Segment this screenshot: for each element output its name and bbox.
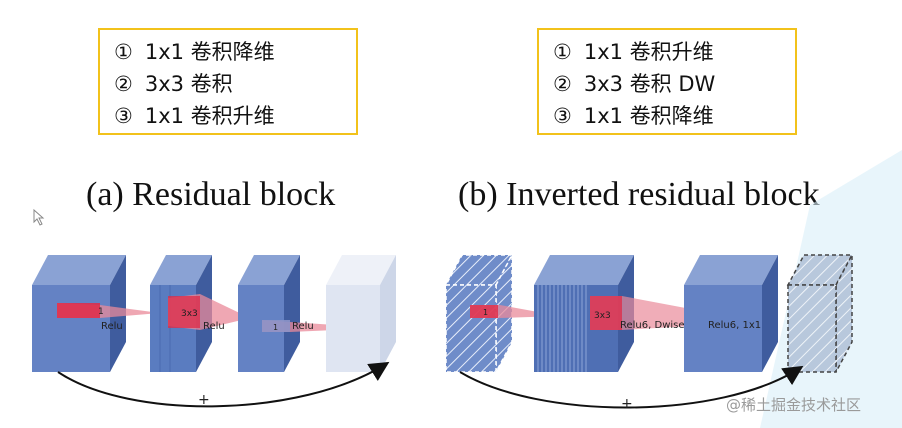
right-note-box: ① 1x1 卷积升维 ② 3x3 卷积 DW ③ 1x1 卷积降维 bbox=[537, 28, 797, 135]
cursor-icon bbox=[33, 208, 45, 226]
residual-output-block bbox=[326, 255, 396, 372]
activation-label: Relu6, 1x1 bbox=[708, 320, 761, 331]
step-number: ① bbox=[553, 40, 572, 64]
left-note-line-3: ③ 1x1 卷积升维 bbox=[114, 100, 275, 130]
activation-label: Relu6, Dwise bbox=[620, 320, 685, 331]
kernel-label: 1 bbox=[273, 323, 278, 332]
left-note-line-2: ② 3x3 卷积 bbox=[114, 68, 233, 98]
right-note-line-1: ① 1x1 卷积升维 bbox=[553, 36, 714, 66]
residual-block-caption: (a) Residual block bbox=[86, 176, 336, 213]
watermark: @稀土掘金技术社区 bbox=[726, 396, 861, 414]
step-number: ③ bbox=[553, 104, 572, 128]
step-number: ② bbox=[114, 72, 133, 96]
step-text: 3x3 卷积 DW bbox=[583, 72, 716, 96]
step-text: 1x1 卷积升维 bbox=[583, 40, 714, 64]
inverted-kernel-2 bbox=[590, 296, 622, 330]
kernel-label: 3x3 bbox=[181, 309, 198, 319]
residual-kernel-1 bbox=[57, 303, 100, 318]
residual-kernel-3 bbox=[262, 320, 290, 332]
residual-kernel-2 bbox=[168, 296, 200, 328]
activation-label: Relu bbox=[101, 321, 123, 332]
kernel-label: 1 bbox=[98, 307, 104, 317]
right-note-line-3: ③ 1x1 卷积降维 bbox=[553, 100, 714, 130]
step-text: 1x1 卷积降维 bbox=[144, 40, 275, 64]
residual-block-3 bbox=[238, 255, 300, 372]
step-text: 1x1 卷积升维 bbox=[144, 104, 275, 128]
step-number: ③ bbox=[114, 104, 133, 128]
inverted-skip-arrow bbox=[459, 365, 804, 409]
plus-sign: + bbox=[621, 396, 633, 412]
left-note-box: ① 1x1 卷积降维 ② 3x3 卷积 ③ 1x1 卷积升维 bbox=[98, 28, 358, 135]
inverted-input-block bbox=[444, 254, 514, 373]
inverted-output-block bbox=[786, 254, 854, 373]
activation-label: Relu bbox=[203, 321, 225, 332]
kernel-label: 1 bbox=[483, 308, 488, 317]
residual-skip-arrow bbox=[57, 361, 390, 408]
inverted-projection-block bbox=[684, 255, 778, 372]
left-note-line-1: ① 1x1 卷积降维 bbox=[114, 36, 275, 66]
inverted-kernel-1 bbox=[470, 305, 498, 318]
step-number: ② bbox=[553, 72, 572, 96]
right-note-line-2: ② 3x3 卷积 DW bbox=[553, 68, 715, 98]
activation-label: Relu bbox=[292, 321, 314, 332]
plus-sign: + bbox=[198, 392, 210, 408]
kernel-label: 3x3 bbox=[594, 311, 611, 321]
step-text: 3x3 卷积 bbox=[144, 72, 233, 96]
step-number: ① bbox=[114, 40, 133, 64]
step-text: 1x1 卷积降维 bbox=[583, 104, 714, 128]
inverted-residual-block-caption: (b) Inverted residual block bbox=[458, 176, 820, 213]
